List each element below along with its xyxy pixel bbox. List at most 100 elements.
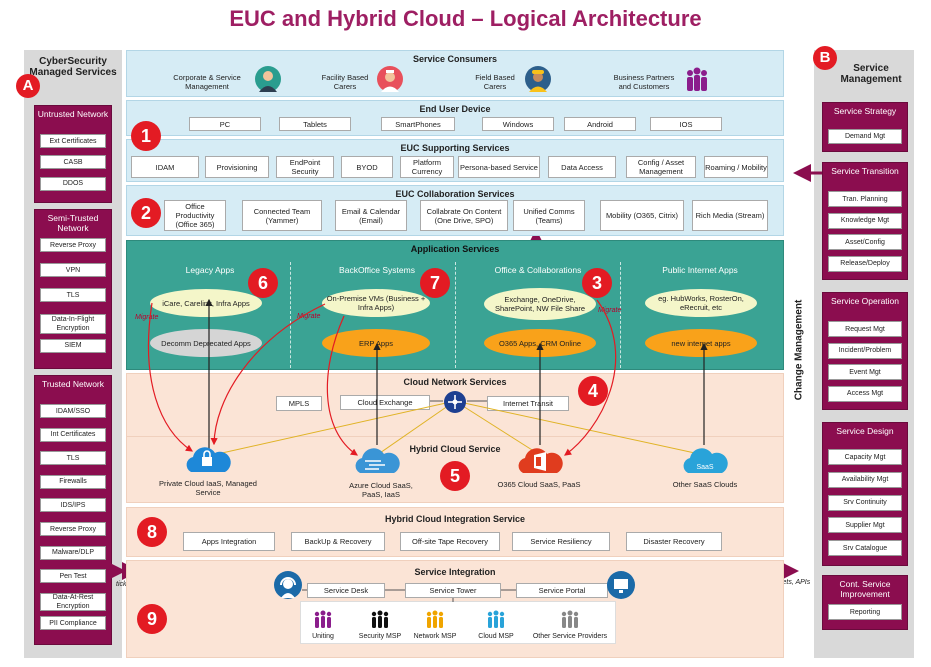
service-mgmt-item[interactable]: Supplier Mgt: [828, 517, 902, 534]
nurse-icon: [377, 66, 403, 92]
service-mgmt-item[interactable]: Incident/Problem: [828, 342, 902, 359]
security-item[interactable]: CASB: [40, 155, 106, 170]
euc-supporting-item[interactable]: Config / Asset Management: [626, 156, 696, 178]
device-box[interactable]: PC: [189, 117, 261, 131]
service-mgmt-group-title: Service Transition: [831, 166, 899, 176]
service-mgmt-group-title: Service Design: [836, 426, 894, 436]
migrate-label: Migrate: [297, 313, 321, 320]
euc-supporting-item[interactable]: IDAM: [131, 156, 199, 178]
euc-collab-item[interactable]: Collabrate On Content (One Drive, SPO): [420, 200, 508, 231]
provider-people-icon: [369, 610, 391, 628]
group-people-icon: [683, 65, 711, 93]
service-portal-box[interactable]: Service Portal: [516, 583, 608, 598]
security-group-title: Trusted Network: [41, 379, 105, 389]
integration-item[interactable]: Off-site Tape Recovery: [400, 532, 500, 551]
security-item[interactable]: Data-In-Flight Encryption: [40, 313, 106, 334]
provider-people-icon: [312, 610, 334, 628]
service-mgmt-item[interactable]: Release/Deploy: [828, 255, 902, 272]
service-mgmt-item[interactable]: Reporting: [828, 604, 902, 620]
security-item[interactable]: VPN: [40, 263, 106, 278]
service-mgmt-item[interactable]: Asset/Config: [828, 234, 902, 250]
security-item[interactable]: Reverse Proxy: [40, 522, 106, 536]
service-desk-box[interactable]: Service Desk: [307, 583, 385, 598]
security-item[interactable]: Reverse Proxy: [40, 238, 106, 252]
new-internet-apps-ellipse: new internet apps: [645, 329, 757, 357]
public-internet-title: Public Internet Apps: [662, 265, 738, 275]
service-mgmt-item[interactable]: Availability Mgt: [828, 471, 902, 488]
service-mgmt-item[interactable]: Access Mgt: [828, 385, 902, 402]
euc-collab-item[interactable]: Unified Comms (Teams): [513, 200, 585, 231]
device-box[interactable]: IOS: [650, 117, 722, 131]
security-group-title: Untrusted Network: [37, 109, 109, 119]
security-item[interactable]: Data-At-Rest Encryption: [40, 592, 106, 612]
security-item[interactable]: SIEM: [40, 338, 106, 353]
provider-label: Cloud MSP: [478, 633, 514, 640]
device-box[interactable]: Windows: [482, 117, 554, 131]
private-cloud-label: Private Cloud IaaS, Managed Service: [159, 479, 257, 497]
badge-b: B: [813, 46, 837, 70]
euc-supporting-item[interactable]: Roaming / Mobility: [704, 156, 768, 178]
security-item[interactable]: DDOS: [40, 176, 106, 191]
integration-item[interactable]: Apps Integration: [183, 532, 275, 551]
other-saas-label: Other SaaS Clouds: [672, 480, 738, 489]
euc-collab-item[interactable]: Mobility (O365, Citrix): [600, 200, 684, 231]
euc-supporting-item[interactable]: Persona-based Service: [458, 156, 540, 178]
service-mgmt-item[interactable]: Knowledge Mgt: [828, 212, 902, 229]
service-mgmt-item[interactable]: Capacity Mgt: [828, 449, 902, 465]
security-item[interactable]: Int Certificates: [40, 427, 106, 442]
security-item[interactable]: TLS: [40, 451, 106, 466]
service-mgmt-item[interactable]: Request Mgt: [828, 321, 902, 337]
device-box[interactable]: Tablets: [279, 117, 351, 131]
euc-collab-item[interactable]: Office Productivity (Office 365): [164, 200, 226, 231]
device-box[interactable]: Android: [564, 117, 636, 131]
office-cloud-icon: [514, 445, 566, 475]
service-mgmt-item[interactable]: Srv Continuity: [828, 494, 902, 511]
service-mgmt-item[interactable]: Tran. Planning: [828, 191, 902, 207]
euc-collab-item[interactable]: Rich Media (Stream): [692, 200, 768, 231]
hybrid-integration-heading: Hybrid Cloud Integration Service: [384, 514, 526, 524]
portal-screen-icon: [607, 571, 635, 599]
service-mgmt-item[interactable]: Demand Mgt: [828, 129, 902, 144]
euc-supporting-item[interactable]: Provisioning: [205, 156, 269, 178]
security-item[interactable]: Malware/DLP: [40, 545, 106, 560]
azure-cloud-icon: [351, 445, 403, 475]
integration-item[interactable]: Service Resiliency: [512, 532, 610, 551]
integration-item[interactable]: Disaster Recovery: [626, 532, 722, 551]
provider-label: Uniting: [312, 633, 334, 640]
provider-people-icon: [485, 610, 507, 628]
cloud-exchange-box: Cloud Exchange: [340, 395, 430, 410]
page-title: EUC and Hybrid Cloud – Logical Architect…: [229, 6, 702, 31]
provider-people-icon: [559, 610, 581, 628]
euc-collab-item[interactable]: Connected Team (Yammer): [242, 200, 322, 231]
integration-item[interactable]: BackUp & Recovery: [291, 532, 385, 551]
euc-supporting-item[interactable]: Platform Currency: [400, 156, 454, 178]
badge-3: 3: [582, 268, 612, 298]
security-item[interactable]: PII Compliance: [40, 616, 106, 631]
service-mgmt-item[interactable]: Event Mgt: [828, 364, 902, 380]
service-mgmt-group-title: Cont. Service Improvement: [839, 579, 891, 599]
euc-supporting-item[interactable]: BYOD: [341, 156, 393, 178]
device-box[interactable]: SmartPhones: [381, 117, 455, 131]
backoffice-title: BackOffice Systems: [339, 265, 415, 275]
security-item[interactable]: IDS/IPS: [40, 498, 106, 513]
security-item[interactable]: TLS: [40, 288, 106, 303]
euc-collab-item[interactable]: Email & Calendar (Email): [335, 200, 407, 231]
security-item[interactable]: Ext Certificates: [40, 134, 106, 148]
security-item[interactable]: Firewalls: [40, 474, 106, 489]
app-divider: [290, 262, 291, 368]
security-item[interactable]: IDAM/SSO: [40, 404, 106, 418]
service-mgmt-group-title: Service Strategy: [833, 106, 897, 116]
migrate-label: Migrate: [135, 314, 159, 321]
migrate-label: Migrate: [598, 307, 622, 314]
service-mgmt-item[interactable]: Srv Catalogue: [828, 540, 902, 557]
euc-supporting-item[interactable]: Data Access: [548, 156, 616, 178]
security-item[interactable]: Pen Test: [40, 569, 106, 584]
euc-supporting-item[interactable]: EndPoint Security: [276, 156, 334, 178]
service-integration-heading: Service Integration: [414, 567, 496, 577]
corporate-person-icon: [255, 66, 281, 92]
